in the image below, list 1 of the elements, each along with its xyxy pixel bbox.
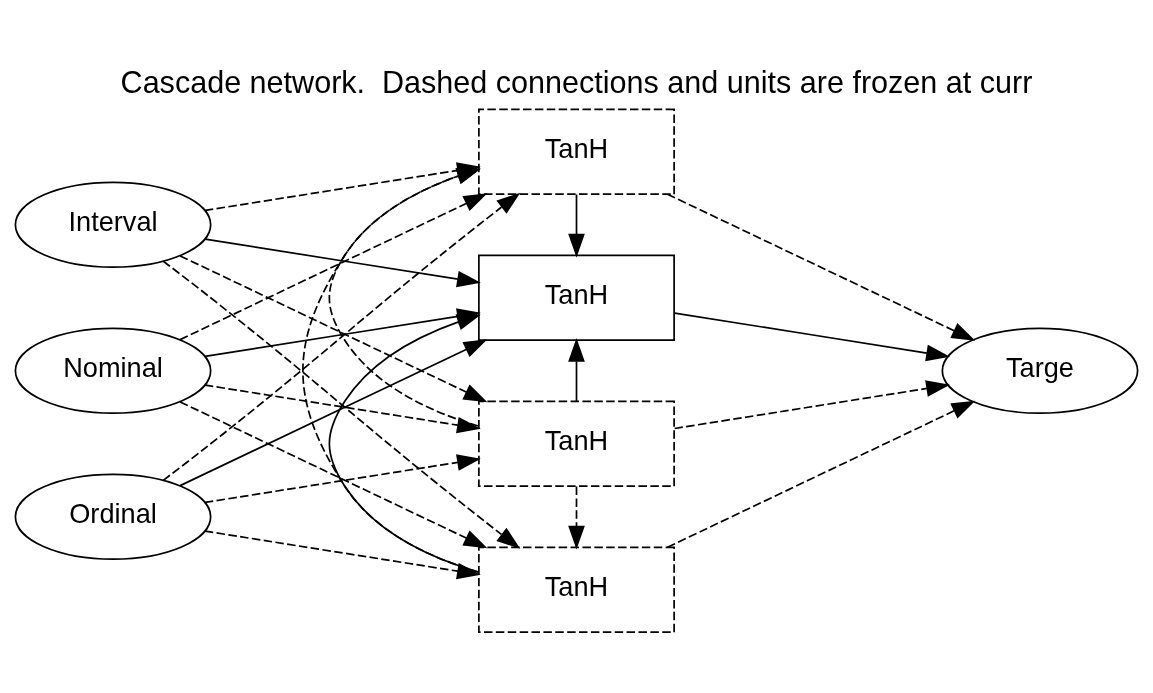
diagram-title: Cascade network. Dashed connections and units are frozen at curr	[120, 64, 1033, 99]
